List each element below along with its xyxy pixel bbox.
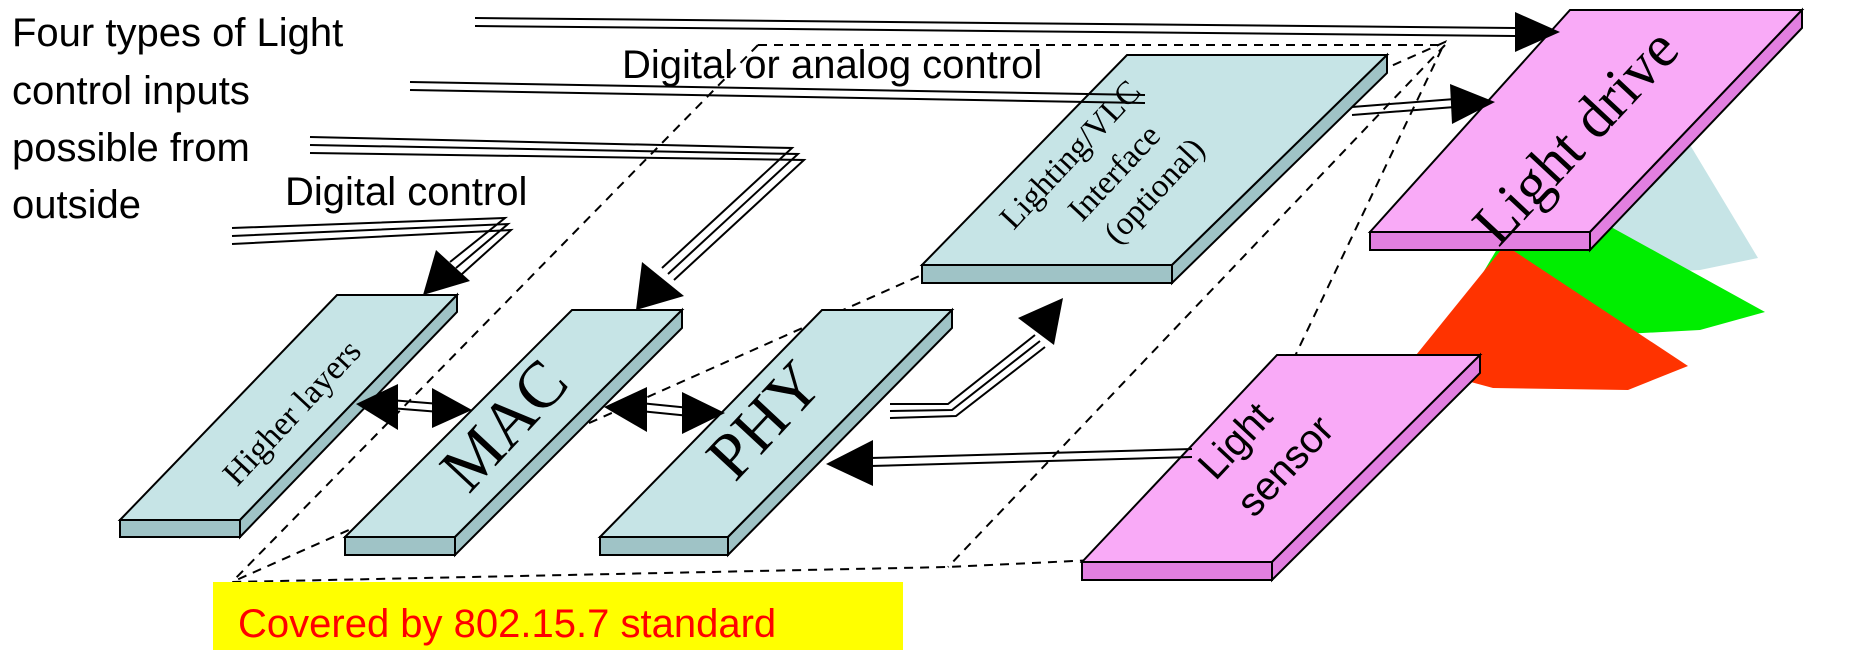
boundary-right-edge xyxy=(947,44,1446,568)
arrow-phy-to-interface xyxy=(889,334,1046,419)
digital-control-label: Digital control xyxy=(285,170,527,214)
arrowhead-higher-left xyxy=(356,384,398,430)
arrowhead-higher-layers xyxy=(423,250,470,295)
light-drive-block xyxy=(1367,7,1805,253)
digital-or-analog-label: Digital or analog control xyxy=(622,43,1042,87)
arrowhead-interface-drive xyxy=(1450,84,1495,124)
arrowhead-mac-right xyxy=(432,388,472,428)
phy-block xyxy=(597,307,955,558)
input-arrow-to-lighting-interface xyxy=(409,81,1146,104)
arrowhead-mac-left xyxy=(604,387,647,432)
arrowhead-light-drive xyxy=(1515,12,1560,52)
four-types-line-3: possible from xyxy=(12,126,250,170)
four-types-line-1: Four types of Light xyxy=(12,11,343,55)
digital-control-arrow-to-higher-layers xyxy=(231,216,514,275)
lighting-interface-block xyxy=(919,52,1390,286)
arrow-sensor-to-phy xyxy=(869,448,1193,467)
arrowhead-mac xyxy=(636,262,684,310)
boundary-left-edge xyxy=(231,44,759,583)
four-types-line-4: outside xyxy=(12,183,141,227)
light-sensor-block xyxy=(1079,352,1483,583)
arrowhead-interface xyxy=(1018,298,1063,345)
four-types-line-2: control inputs xyxy=(12,69,250,113)
arrow-interface-to-light-drive xyxy=(1351,98,1456,116)
arrow-higher-mac xyxy=(389,399,441,413)
input-arrow-to-light-drive xyxy=(474,17,1516,37)
standard-banner xyxy=(213,582,903,650)
red-light-cone xyxy=(1408,245,1688,390)
covered-standard-label: Covered by 802.15.7 standard xyxy=(238,602,776,646)
arrow-mac-phy xyxy=(639,402,691,417)
higher-layers-block xyxy=(117,292,460,540)
mac-block xyxy=(342,307,685,558)
arrowhead-phy-from-sensor xyxy=(826,440,873,486)
arrowhead-phy-right xyxy=(682,392,725,434)
input-arrow-to-mac xyxy=(309,136,807,281)
